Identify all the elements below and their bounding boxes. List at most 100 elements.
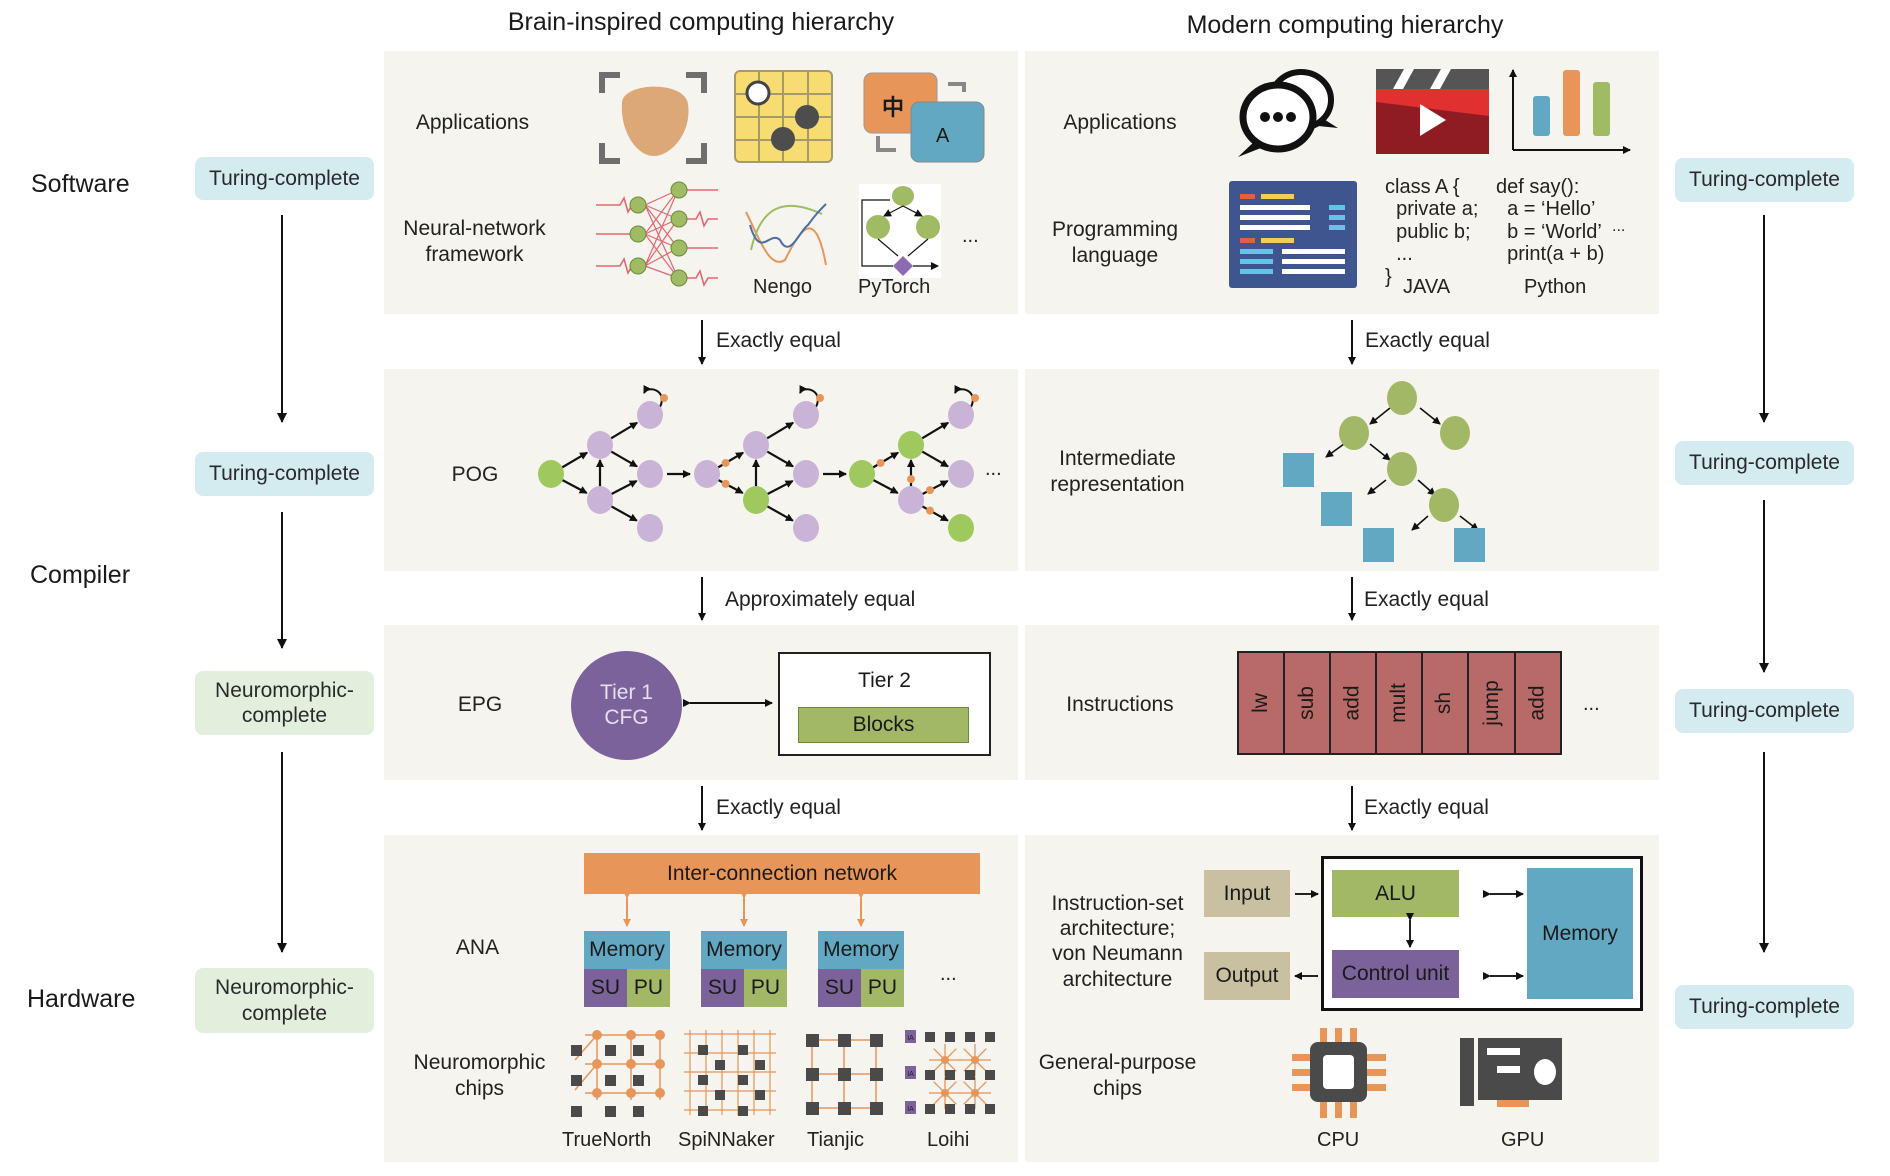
pog-self-loop xyxy=(799,384,819,408)
pog-node xyxy=(948,401,974,429)
modern-hierarchy-title: Modern computing hierarchy xyxy=(1186,11,1504,39)
core-su-text: SU xyxy=(707,976,738,999)
control-unit-box: Control unit xyxy=(1332,950,1459,998)
core-memory-text: Memory xyxy=(706,938,782,961)
nengo-icon xyxy=(745,203,827,266)
ir-node xyxy=(1387,452,1417,486)
ir-node xyxy=(1429,488,1459,522)
video-icon xyxy=(1376,69,1489,154)
pog-delay-dot xyxy=(907,475,915,484)
interconnect-text: Inter-connection network xyxy=(667,861,897,885)
right-completeness-hardware: Turing-complete xyxy=(1675,985,1854,1029)
modern-equivalence-3: Exactly equal xyxy=(1364,796,1489,819)
pog-node xyxy=(793,401,819,429)
pog-edge xyxy=(610,505,638,522)
right-completeness-ir: Turing-complete xyxy=(1675,441,1854,485)
java-code-snippet: class A { private a; public b; ... } xyxy=(1385,176,1479,288)
neural-network-icon xyxy=(596,181,718,288)
core-pu: PU xyxy=(744,969,787,1007)
brain-framework-ellipsis: ... xyxy=(962,225,979,247)
chip-label-loihi: Loihi xyxy=(927,1129,970,1151)
completeness-text: Turing-complete xyxy=(1689,699,1840,723)
brain-hierarchy-title: Brain-inspired computing hierarchy xyxy=(507,8,895,36)
pog-node xyxy=(637,514,663,542)
neuromorphic-chips-label: Neuromorphic chips xyxy=(413,1051,546,1101)
ir-node xyxy=(1387,381,1417,415)
face-recognition-icon xyxy=(599,72,707,164)
input-box: Input xyxy=(1204,870,1290,917)
tianjic-icon xyxy=(806,1034,883,1115)
pog-edge xyxy=(921,450,949,468)
cpu-label: CPU xyxy=(1317,1129,1360,1151)
bar-chart-icon xyxy=(1509,69,1631,154)
core-su: SU xyxy=(701,969,744,1007)
completeness-text: Turing-complete xyxy=(1689,168,1840,192)
translation-icon xyxy=(863,72,985,163)
epg-label: EPG xyxy=(457,693,503,716)
pog-delay-dot xyxy=(721,458,730,467)
pog-node xyxy=(743,431,769,459)
pog-delay-dot xyxy=(926,486,934,495)
core-memory: Memory xyxy=(701,931,787,969)
modern-ir-panel xyxy=(1025,369,1659,571)
gpu-label: GPU xyxy=(1501,1129,1545,1151)
brain-equivalence-3: Exactly equal xyxy=(716,796,841,819)
output-box: Output xyxy=(1204,952,1290,1000)
pog-node xyxy=(948,514,974,542)
pog-edge xyxy=(561,479,588,494)
gpu-icon xyxy=(1460,1038,1562,1107)
tier2-box: Tier 2 Blocks xyxy=(778,652,991,756)
output-text: Output xyxy=(1215,964,1279,987)
ir-node xyxy=(1440,416,1470,450)
core-su-text: SU xyxy=(590,976,621,999)
level-hardware: Hardware xyxy=(27,985,136,1013)
chip-label-truenorth: TrueNorth xyxy=(562,1129,652,1151)
tier2-label: Tier 2 xyxy=(858,669,911,692)
nengo-label: Nengo xyxy=(753,276,812,298)
java-label: JAVA xyxy=(1403,276,1451,298)
ir-leaf xyxy=(1454,528,1485,562)
memory-text: Memory xyxy=(1542,921,1618,945)
completeness-text: Turing-complete xyxy=(1689,995,1840,1019)
tier1-cfg-node: Tier 1 CFG xyxy=(571,651,682,760)
translation-target-glyph: A xyxy=(936,125,950,147)
pog-edge xyxy=(872,479,899,494)
pog-edge xyxy=(766,505,794,522)
pog-edge xyxy=(610,450,638,468)
cpu-icon xyxy=(1292,1028,1386,1118)
instruction-cell: add xyxy=(1516,653,1560,753)
pog-ellipsis: ... xyxy=(985,458,1002,480)
completeness-text: Neuromorphic- complete xyxy=(215,678,354,727)
control-unit-text: Control unit xyxy=(1341,962,1450,985)
pog-edge xyxy=(767,479,794,495)
isa-label: Instruction-set architecture; von Neuman… xyxy=(1051,892,1184,991)
translation-source-glyph: 中 xyxy=(882,95,905,120)
modern-equivalence-2: Exactly equal xyxy=(1364,588,1489,611)
pog-self-loop xyxy=(954,384,974,408)
pog-delay-dot xyxy=(660,394,668,402)
modern-equivalence-1: Exactly equal xyxy=(1365,329,1490,352)
core-ellipsis: ... xyxy=(940,963,957,985)
core-pu-text: PU xyxy=(633,976,664,999)
interconnect-bar: Inter-connection network xyxy=(584,853,980,894)
completeness-text: Turing-complete xyxy=(209,462,360,486)
chat-icon xyxy=(1238,69,1338,157)
instruction-cell: jump xyxy=(1468,653,1517,753)
pog-delay-dot xyxy=(816,394,824,402)
core-su-text: SU xyxy=(824,976,855,999)
pog-self-loop xyxy=(643,384,663,408)
level-software: Software xyxy=(31,170,130,198)
pog-node xyxy=(694,460,720,488)
left-completeness-epg: Neuromorphic- complete xyxy=(195,671,374,735)
core-pu-text: PU xyxy=(750,976,781,999)
instructions-label: Instructions xyxy=(1066,693,1174,716)
core-su: SU xyxy=(584,969,627,1007)
completeness-text: Neuromorphic- complete xyxy=(215,976,354,1025)
